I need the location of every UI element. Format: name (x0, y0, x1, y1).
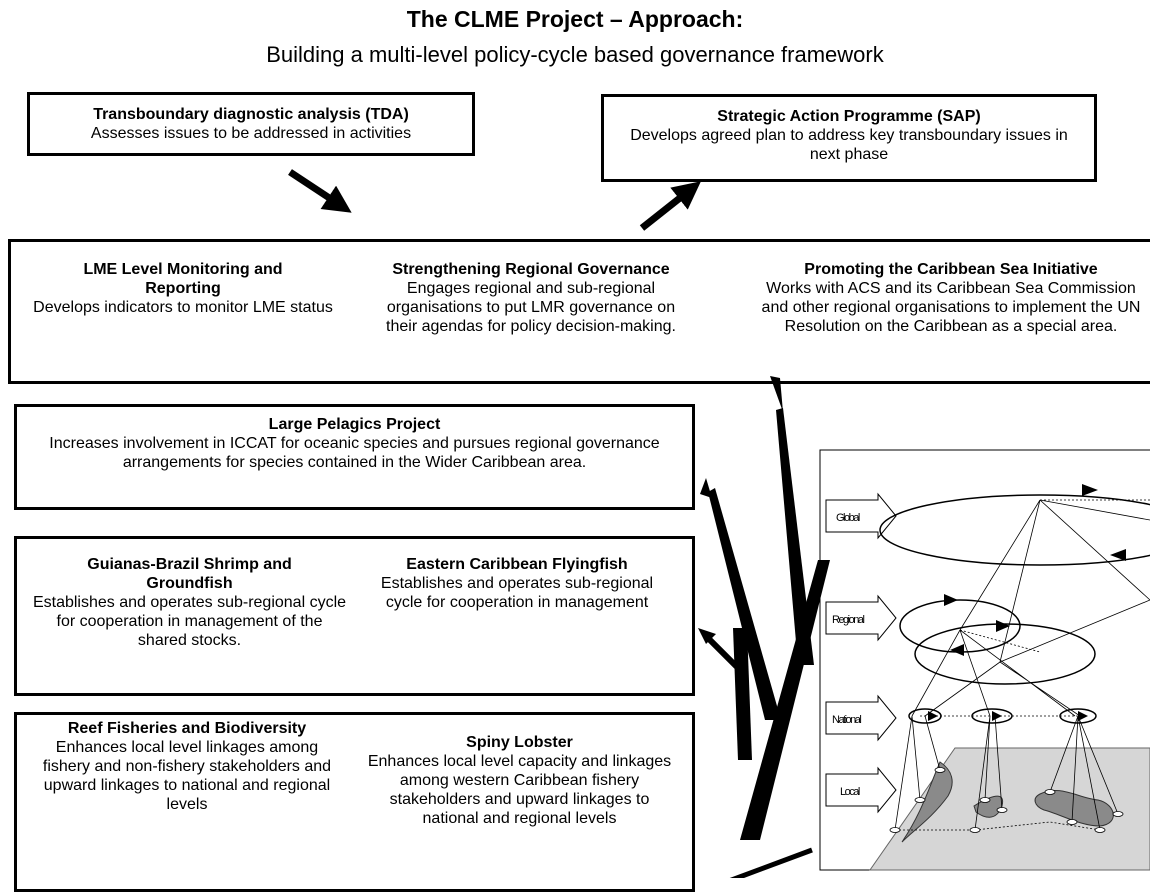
tda-arrow (288, 169, 352, 213)
local-activities-box: Reef Fisheries and Biodiversity Enhances… (14, 712, 695, 892)
spiny-lobster-heading: Spiny Lobster (466, 734, 573, 751)
spiny-lobster-component: Spiny Lobster Enhances local level capac… (352, 733, 687, 828)
arrow-to-subregional-box (702, 632, 743, 673)
arrow-to-local-box (729, 847, 813, 878)
lme-monitoring-heading: LME Level Monitoring and Reporting (83, 261, 283, 297)
flyingfish-text: Establishes and operates sub-regional cy… (380, 575, 654, 611)
regional-governance-component: Strengthening Regional Governance Engage… (356, 260, 706, 336)
caribbean-sea-initiative-text: Works with ACS and its Caribbean Sea Com… (761, 280, 1141, 335)
stakeholder-nodes (889, 767, 1124, 833)
local-level-label: Local (840, 786, 860, 798)
wedge-to-local-box (740, 560, 830, 840)
reef-fisheries-heading: Reef Fisheries and Biodiversity (67, 720, 307, 737)
arrow-to-regional-box (770, 376, 783, 412)
landmass-3 (1034, 789, 1114, 827)
sap-arrow (639, 181, 701, 231)
regional-governance-heading: Strengthening Regional Governance (392, 261, 670, 278)
regional-activities-box: LME Level Monitoring and Reporting Devel… (8, 239, 1150, 384)
large-pelagics-heading: Large Pelagics Project (268, 416, 441, 433)
large-pelagics-text: Increases involvement in ICCAT for ocean… (49, 435, 660, 471)
spiny-lobster-text: Enhances local level capacity and linkag… (367, 753, 672, 827)
sap-heading: Strategic Action Programme (SAP) (717, 108, 981, 125)
shrimp-groundfish-text: Establishes and operates sub-regional cy… (32, 594, 347, 649)
caribbean-sea-initiative-heading: Promoting the Caribbean Sea Initiative (804, 261, 1098, 278)
cycle-arrowheads (928, 484, 1126, 721)
flyingfish-heading: Eastern Caribbean Flyingfish (406, 556, 628, 573)
regional-level-label: Regional (832, 614, 865, 626)
tda-text: Assesses issues to be addressed in activ… (90, 125, 412, 142)
wedge-to-pelagics-box (708, 488, 781, 720)
global-cycle (879, 494, 1150, 566)
tda-heading: Transboundary diagnostic analysis (TDA) (93, 106, 409, 123)
lme-monitoring-text: Develops indicators to monitor LME statu… (33, 299, 333, 316)
reef-fisheries-component: Reef Fisheries and Biodiversity Enhances… (17, 719, 357, 814)
flyingfish-component: Eastern Caribbean Flyingfish Establishes… (357, 555, 677, 612)
page-subtitle: Building a multi-level policy-cycle base… (266, 42, 884, 67)
linkage-lines (894, 499, 1150, 831)
national-level-label: National (832, 714, 862, 726)
page-title: The CLME Project – Approach: (406, 6, 744, 32)
wedge-to-subregional-box (733, 628, 752, 760)
tda-box: Transboundary diagnostic analysis (TDA) … (27, 92, 475, 156)
sap-text: Develops agreed plan to address key tran… (630, 127, 1068, 163)
regional-level-tag (825, 594, 897, 642)
landmass-1 (901, 761, 953, 843)
sap-box: Strategic Action Programme (SAP) Develop… (601, 94, 1097, 182)
level-labels (825, 492, 897, 814)
large-pelagics-box: Large Pelagics Project Increases involve… (14, 404, 695, 510)
arrow-to-pelagics-box (700, 478, 712, 498)
global-level-tag (825, 492, 897, 540)
subregional-activities-box: Guianas-Brazil Shrimp and Groundfish Est… (14, 536, 695, 696)
caribbean-sea-initiative-component: Promoting the Caribbean Sea Initiative W… (751, 260, 1150, 336)
shrimp-groundfish-heading: Guianas-Brazil Shrimp and Groundfish (87, 556, 292, 592)
lme-monitoring-component: LME Level Monitoring and Reporting Devel… (13, 260, 353, 317)
local-level-tag (825, 766, 897, 814)
national-level-tag (825, 694, 897, 742)
connector-arrows (698, 376, 830, 878)
global-level-label: Global (836, 512, 860, 524)
regional-governance-text: Engages regional and sub-regional organi… (386, 280, 676, 335)
shrimp-groundfish-component: Guianas-Brazil Shrimp and Groundfish Est… (17, 555, 362, 650)
wedge-to-regional-box (776, 408, 814, 665)
reef-fisheries-text: Enhances local level linkages among fish… (42, 739, 332, 813)
